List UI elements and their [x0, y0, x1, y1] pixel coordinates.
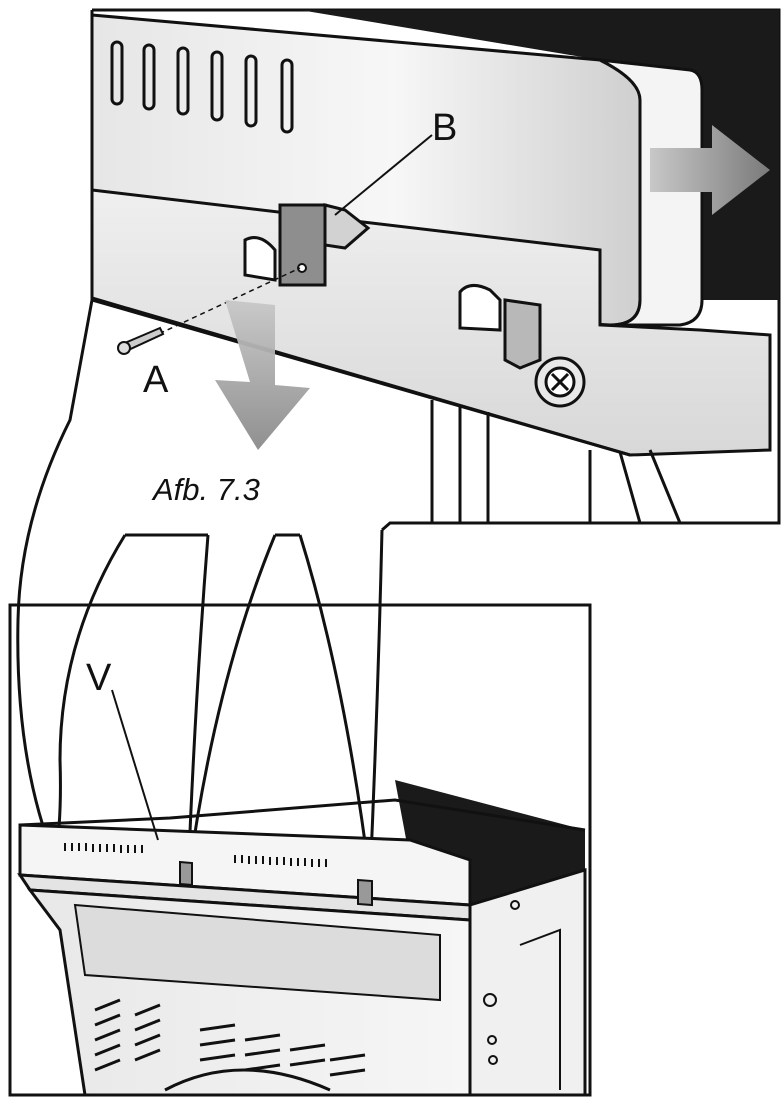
vent-slots [110, 40, 294, 134]
oven-side [468, 867, 587, 1097]
label-v: V [86, 657, 112, 699]
overview-view [8, 603, 592, 1097]
arrow-down-icon [215, 300, 310, 450]
rail-notch-right [458, 284, 502, 332]
bracket-b [278, 203, 371, 287]
detail-view [90, 8, 781, 532]
vent-slots-small [64, 843, 327, 867]
hob-surface [300, 10, 779, 300]
bracket-small-2 [357, 878, 373, 907]
bracket-small-1 [179, 860, 193, 887]
oven-side-details [483, 900, 561, 1090]
cabinet-edges [91, 296, 682, 524]
panel-top-edge [19, 798, 586, 832]
oven-door-recess [73, 903, 441, 1002]
label-b-leader [334, 134, 433, 216]
figure-caption: Afb. 7.3 [151, 472, 260, 507]
rail-notch-left [243, 236, 277, 282]
arrow-right-icon [650, 125, 770, 215]
bolt-icon [534, 356, 586, 408]
label-v-leader [111, 689, 159, 841]
screw-icon [117, 326, 165, 355]
control-panel-side [599, 58, 704, 327]
overview-frame [8, 603, 592, 1097]
oven-vent-rows [94, 998, 366, 1092]
label-b: B [432, 107, 457, 149]
bracket-right [503, 298, 542, 370]
label-a: A [143, 359, 169, 401]
